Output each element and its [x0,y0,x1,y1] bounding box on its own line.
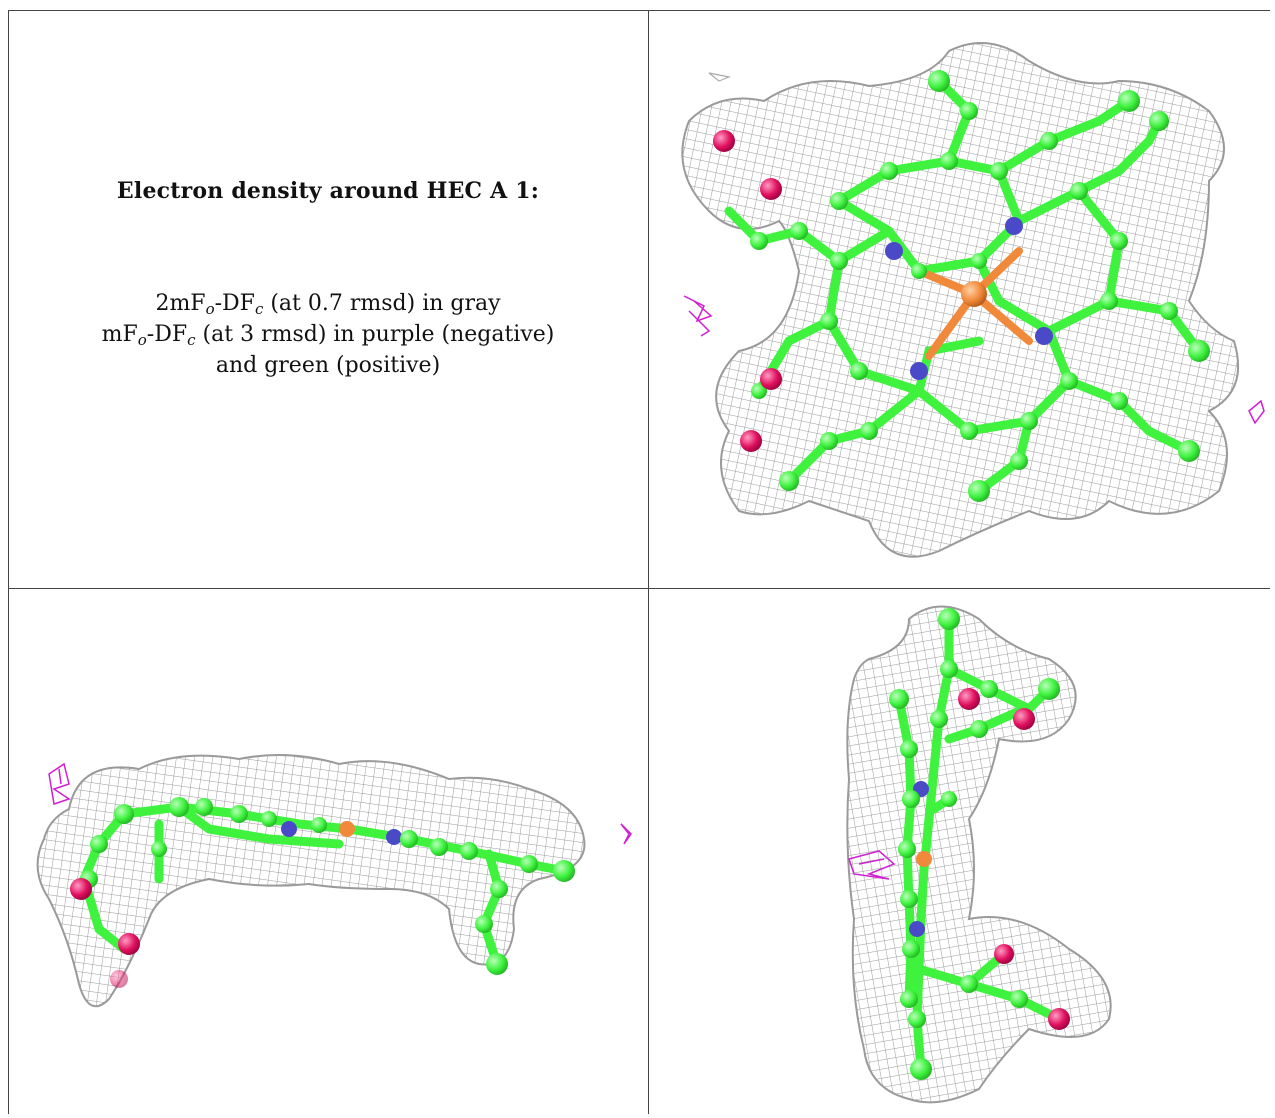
iron-atom [961,281,987,307]
carbon-atoms [750,70,1210,502]
oxygen-atoms [70,878,140,988]
panel-side-view [9,589,648,1114]
oxygen-atoms [958,688,1070,1030]
border-row-divider [8,588,1270,589]
stray-mesh [708,72,732,82]
oxygen-atoms [713,130,782,452]
caption-cell: Electron density around HEC A 1: 2mFo-DF… [8,10,648,588]
border-middle [648,10,649,1114]
carbon-atoms [889,608,1060,1080]
figure-grid: Electron density around HEC A 1: 2mFo-DF… [8,10,1270,1114]
negative-density [48,762,632,845]
border-left [8,10,9,1114]
heme-side-view-icon [36,754,632,1008]
heme-top-view-icon [681,42,1265,558]
legend-positive: and green (positive) [215,353,441,378]
legend-difference-map: mFo-DFc (at 3 rmsd) in purple (negative) [101,322,555,349]
carbon-atoms [80,797,575,975]
iron-atom [339,821,355,837]
nitrogen-atoms [885,217,1053,380]
negative-density [683,295,1265,425]
iron-atom [916,851,932,867]
panel-end-view [649,589,1270,1114]
caption-legend: 2mFo-DFc (at 0.7 rmsd) in gray mFo-DFc (… [8,288,648,381]
negative-density [848,850,896,880]
density-mesh [36,754,586,1008]
heme-end-view-icon [846,605,1112,1104]
caption-title: Electron density around HEC A 1: [116,178,540,204]
legend-gray-map: 2mFo-DFc (at 0.7 rmsd) in gray [155,291,501,318]
panel-top-view [649,11,1270,588]
border-top [8,10,1270,11]
nitrogen-atoms [281,821,402,845]
density-mesh [681,42,1240,558]
